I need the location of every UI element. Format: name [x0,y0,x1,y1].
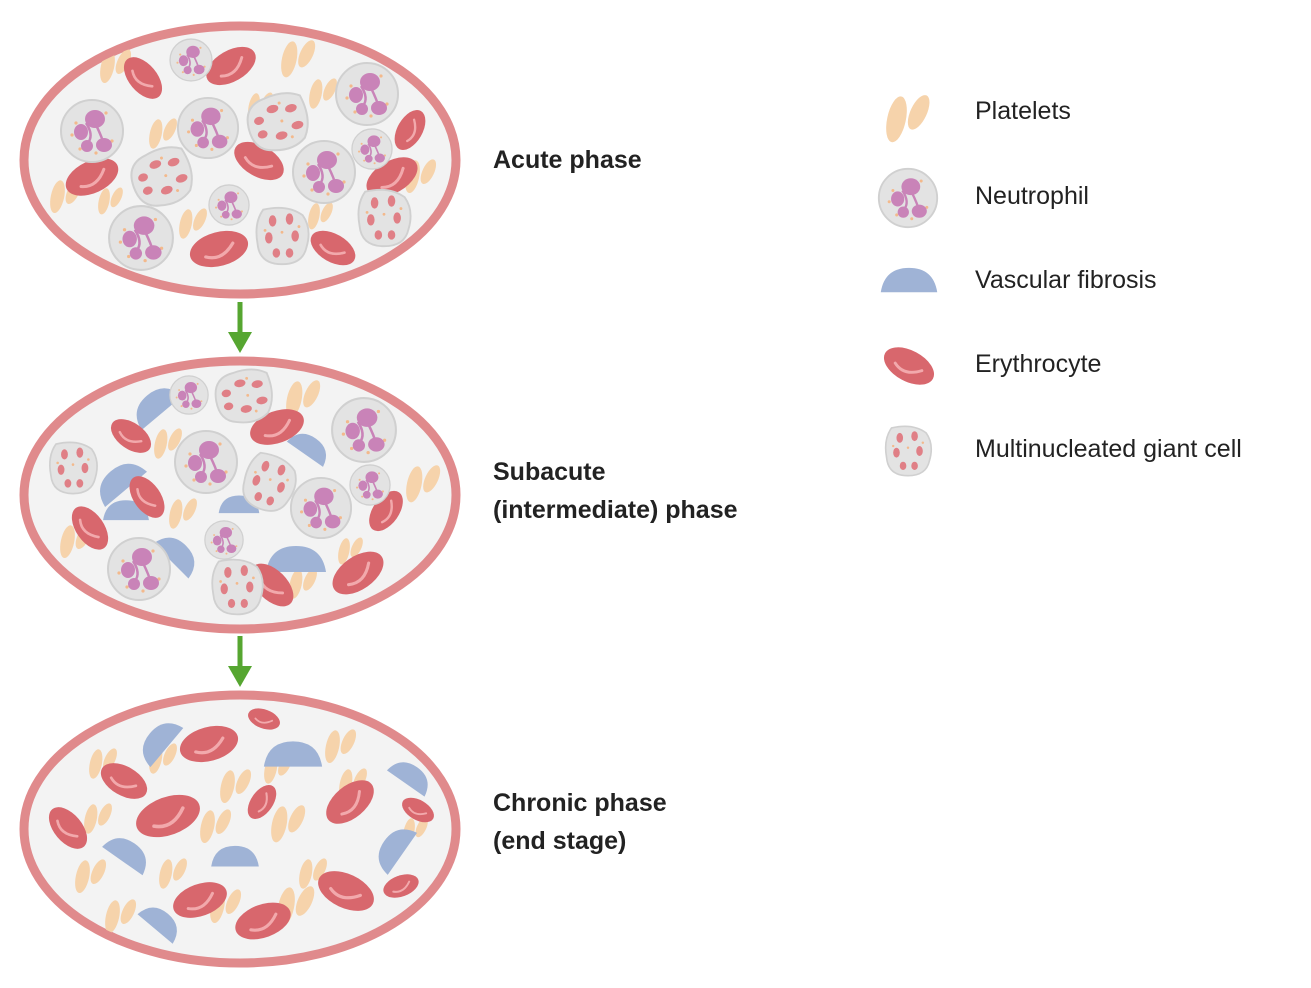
legend-label-multinucleated-giant-cell: Multinucleated giant cell [975,435,1242,463]
arrow-subacute-to-chronic [228,636,252,687]
vessel-chronic [19,690,461,968]
legend-label-erythrocyte: Erythrocyte [975,350,1102,378]
legend-label-vascular-fibrosis: Vascular fibrosis [975,266,1157,294]
multinucleated-giant-cell-icon [884,425,933,477]
phase-label-subacute: Subacute (intermediate) phase [493,453,738,529]
neutrophil-icon [877,167,939,229]
phase-label-acute: Acute phase [493,141,642,179]
vessel-subacute [19,356,461,634]
legend-label-neutrophil: Neutrophil [975,182,1089,210]
legend [876,91,942,477]
phase-label-line: Chronic phase [493,789,667,817]
arrow-acute-to-subacute [228,302,252,353]
phase-label-line: Acute phase [493,146,642,174]
phase-label-line: (intermediate) phase [493,496,738,524]
platelets-icon [882,91,934,145]
erythrocyte-icon [876,338,942,394]
phase-label-chronic: Chronic phase (end stage) [493,784,667,860]
phase-label-line: (end stage) [493,827,627,855]
legend-label-platelets: Platelets [975,97,1071,125]
phase-label-line: Subacute [493,458,606,486]
vessel-acute [19,21,461,299]
vascular-fibrosis-icon [880,267,938,293]
